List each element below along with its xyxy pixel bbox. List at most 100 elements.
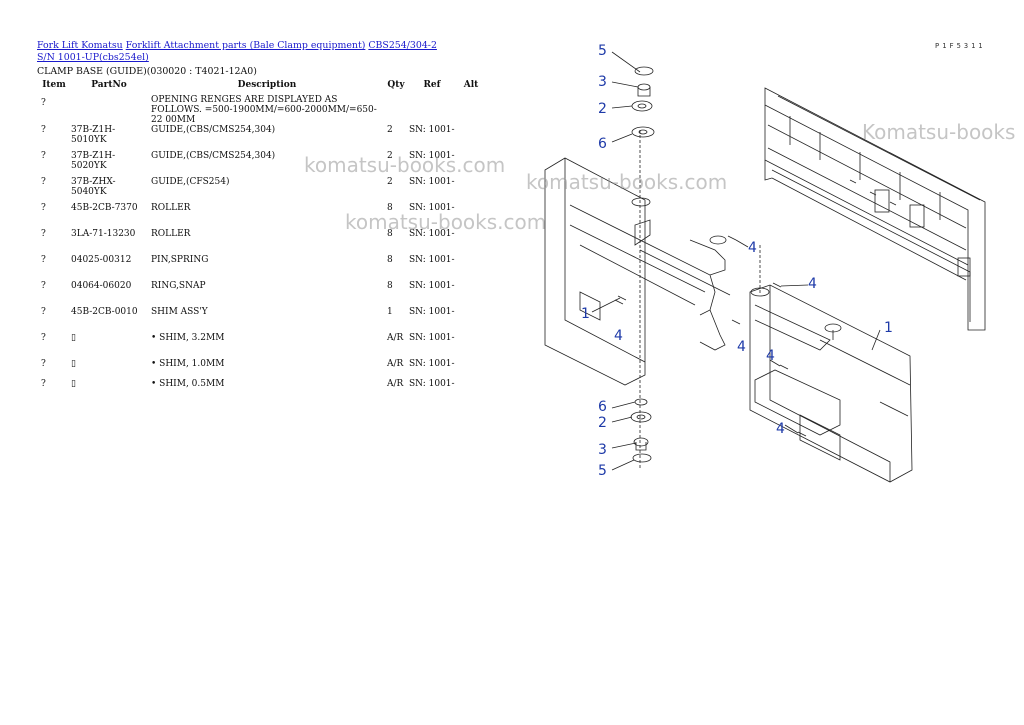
callout-5-top: 5 bbox=[598, 43, 607, 59]
callout-4-b: 4 bbox=[808, 276, 817, 292]
column-header-description: Description bbox=[237, 80, 297, 90]
row-partno: ▯ bbox=[71, 359, 76, 369]
row-description: PIN,SPRING bbox=[151, 255, 209, 265]
table-row: ? OPENING RENGES ARE DISPLAYED AS FOLLOW… bbox=[37, 92, 485, 125]
row-ref: SN: 1001- bbox=[409, 379, 455, 389]
row-qty bbox=[385, 92, 407, 125]
row-alt bbox=[457, 177, 485, 203]
row-partno: 45B-2CB-0010 bbox=[71, 307, 138, 317]
table-row: ? 45B-2CB-0010 SHIM ASS'Y 1 SN: 1001- bbox=[37, 307, 485, 333]
row-partno: ▯ bbox=[71, 333, 76, 343]
column-header-alt: Alt bbox=[463, 80, 479, 90]
callout-1-left: 1 bbox=[581, 306, 590, 322]
row-alt bbox=[457, 229, 485, 255]
row-alt bbox=[457, 281, 485, 307]
row-ref: SN: 1001- bbox=[409, 281, 455, 291]
guide-right bbox=[749, 284, 913, 483]
table-row: ? 45B-2CB-7370 ROLLER 8 SN: 1001- bbox=[37, 203, 485, 229]
row-description: ROLLER bbox=[151, 203, 191, 213]
row-qty: 1 bbox=[387, 307, 393, 317]
breadcrumb: Fork Lift Komatsu Forklift Attachment pa… bbox=[37, 40, 457, 64]
row-alt bbox=[457, 203, 485, 229]
row-partno: 37B-Z1H-5010YK bbox=[71, 125, 116, 145]
row-partno: 04025-00312 bbox=[71, 255, 132, 265]
row-ref: SN: 1001- bbox=[409, 307, 455, 317]
table-row: ? 3LA-71-13230 ROLLER 8 SN: 1001- bbox=[37, 229, 485, 255]
row-partno: 37B-Z1H-5020YK bbox=[71, 151, 116, 171]
row-qty: 2 bbox=[387, 177, 393, 187]
callout-4-d: 4 bbox=[737, 339, 746, 355]
callout-6-top: 6 bbox=[598, 136, 607, 152]
row-item: ? bbox=[41, 98, 46, 108]
callout-3-bottom: 3 bbox=[598, 442, 607, 458]
row-qty: 2 bbox=[387, 125, 393, 135]
row-description: GUIDE,(CFS254) bbox=[151, 177, 230, 187]
spring-pins bbox=[614, 235, 807, 437]
row-ref: SN: 1001- bbox=[409, 255, 455, 265]
row-qty: 8 bbox=[387, 281, 393, 291]
row-item: ? bbox=[41, 125, 46, 135]
row-partno: 3LA-71-13230 bbox=[71, 229, 136, 239]
parts-table: Item PartNo Description Qty Ref Alt ? OP… bbox=[37, 78, 485, 399]
roller-stack-bottom bbox=[630, 398, 652, 463]
row-description: • SHIM, 0.5MM bbox=[151, 379, 225, 389]
column-header-ref: Ref bbox=[423, 80, 441, 90]
callout-4-e: 4 bbox=[766, 348, 775, 364]
drawing-page-code: P1F5311 bbox=[935, 42, 986, 50]
page-title: CLAMP BASE (GUIDE)(030020 : T4021-12A0) bbox=[37, 66, 257, 77]
table-row: ? 04064-06020 RING,SNAP 8 SN: 1001- bbox=[37, 281, 485, 307]
table-row: ? 37B-Z1H-5020YK GUIDE,(CBS/CMS254,304) … bbox=[37, 151, 485, 177]
table-row: ? 04025-00312 PIN,SPRING 8 SN: 1001- bbox=[37, 255, 485, 281]
row-partno: ▯ bbox=[71, 379, 76, 389]
row-item: ? bbox=[41, 177, 46, 187]
row-qty: A/R bbox=[387, 379, 404, 389]
column-header-item: Item bbox=[42, 80, 66, 90]
row-ref: SN: 1001- bbox=[409, 229, 455, 239]
row-alt bbox=[457, 333, 485, 359]
table-row: ? 37B-ZHX-5040YK GUIDE,(CFS254) 2 SN: 10… bbox=[37, 177, 485, 203]
row-qty: 8 bbox=[387, 255, 393, 265]
row-ref: SN: 1001- bbox=[409, 151, 455, 161]
roller-stack-top bbox=[631, 66, 842, 333]
table-row: ? ▯ • SHIM, 3.2MM A/R SN: 1001- bbox=[37, 333, 485, 359]
row-qty: A/R bbox=[387, 333, 404, 343]
column-header-partno: PartNo bbox=[91, 80, 127, 90]
row-partno: 37B-ZHX-5040YK bbox=[71, 177, 116, 197]
row-description: RING,SNAP bbox=[151, 281, 206, 291]
row-description: GUIDE,(CBS/CMS254,304) bbox=[151, 125, 276, 135]
breadcrumb-link-attachment-parts[interactable]: Forklift Attachment parts (Bale Clamp eq… bbox=[125, 40, 366, 51]
breadcrumb-link-model[interactable]: CBS254/304-2 S/N 1001-UP(cbs254el) bbox=[37, 40, 437, 63]
row-description: GUIDE,(CBS/CMS254,304) bbox=[151, 151, 276, 161]
row-item: ? bbox=[41, 229, 46, 239]
callout-4-a: 4 bbox=[748, 240, 757, 256]
row-item: ? bbox=[41, 359, 46, 369]
row-alt bbox=[457, 379, 485, 399]
row-alt bbox=[457, 307, 485, 333]
callout-4-c: 4 bbox=[614, 328, 623, 344]
row-ref: SN: 1001- bbox=[409, 177, 455, 187]
table-row: ? ▯ • SHIM, 0.5MM A/R SN: 1001- bbox=[37, 379, 485, 399]
row-alt bbox=[457, 255, 485, 281]
guide-left bbox=[544, 157, 731, 386]
row-ref: SN: 1001- bbox=[409, 203, 455, 213]
row-qty: 2 bbox=[387, 151, 393, 161]
row-item: ? bbox=[41, 255, 46, 265]
callout-6-bottom: 6 bbox=[598, 399, 607, 415]
callout-5-bottom: 5 bbox=[598, 463, 607, 479]
carriage-frame bbox=[764, 87, 986, 331]
exploded-parts-diagram: 5 3 2 6 4 4 1 4 4 1 4 4 6 2 3 5 bbox=[544, 43, 986, 483]
row-alt bbox=[457, 92, 485, 125]
row-alt bbox=[457, 359, 485, 379]
callout-2-top: 2 bbox=[598, 101, 607, 117]
column-header-qty: Qty bbox=[387, 80, 405, 90]
table-row: ? 37B-Z1H-5010YK GUIDE,(CBS/CMS254,304) … bbox=[37, 125, 485, 151]
row-description: • SHIM, 1.0MM bbox=[151, 359, 225, 369]
row-item: ? bbox=[41, 281, 46, 291]
row-partno: 45B-2CB-7370 bbox=[71, 203, 138, 213]
row-item: ? bbox=[41, 307, 46, 317]
row-description: ROLLER bbox=[151, 229, 191, 239]
callout-1-right: 1 bbox=[884, 320, 893, 336]
callout-3-top: 3 bbox=[598, 74, 607, 90]
row-qty: 8 bbox=[387, 229, 393, 239]
breadcrumb-link-forklift[interactable]: Fork Lift Komatsu bbox=[37, 40, 123, 51]
